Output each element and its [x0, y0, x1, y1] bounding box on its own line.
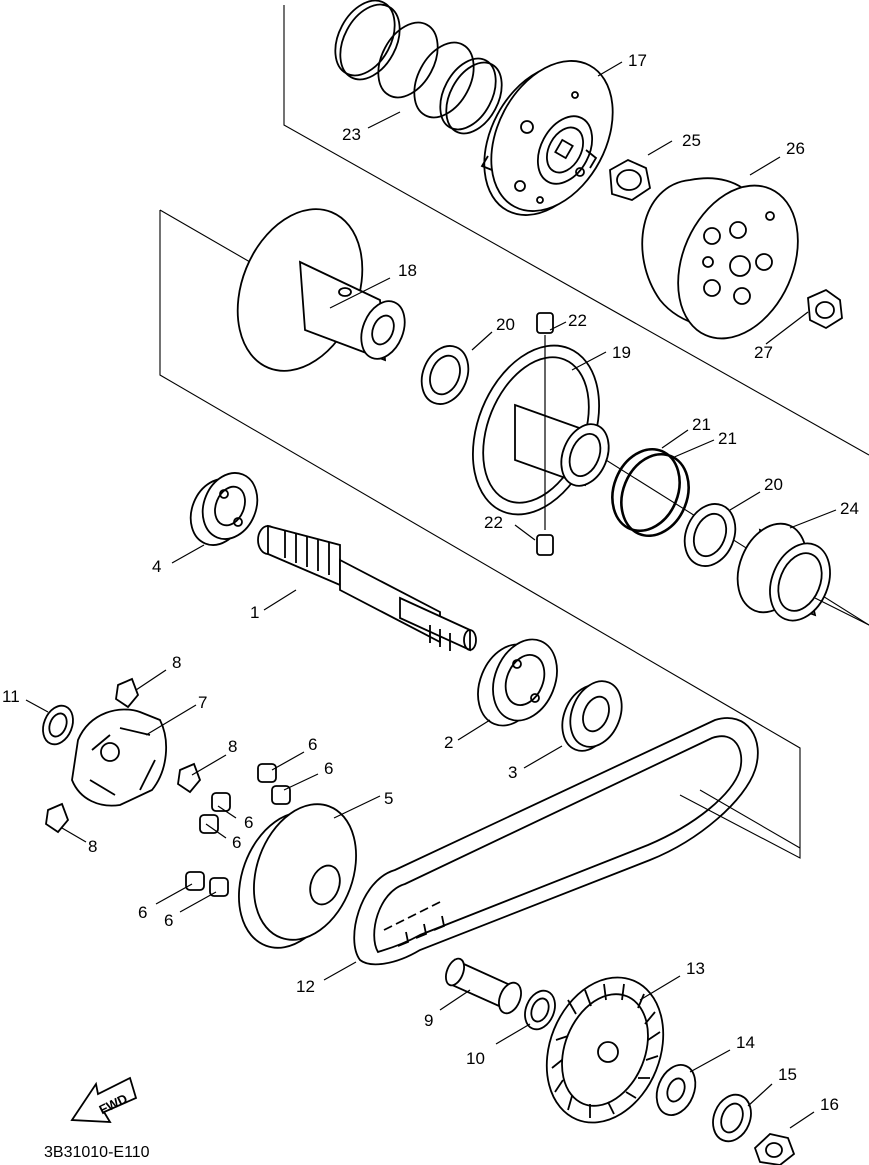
- callout-20b: 20: [764, 475, 783, 494]
- pins-22: [536, 312, 554, 556]
- sheave-19: [472, 344, 610, 516]
- callout-25: 25: [682, 131, 701, 150]
- collar-9: [445, 957, 522, 1015]
- callout-8a: 8: [172, 653, 181, 672]
- callout-6d: 6: [232, 833, 241, 852]
- callout-6e: 6: [138, 903, 147, 922]
- callout-6a: 6: [308, 735, 317, 754]
- callout-4: 4: [152, 557, 161, 576]
- bearing-3: [561, 680, 623, 752]
- callout-19: 19: [612, 343, 631, 362]
- callout-22a: 22: [568, 311, 587, 330]
- washer-10: [524, 989, 556, 1031]
- washer-15: [712, 1093, 752, 1143]
- clutch-housing-26: [641, 177, 799, 340]
- callout-14: 14: [736, 1033, 755, 1052]
- nut-27: [807, 288, 843, 330]
- callout-17: 17: [628, 51, 647, 70]
- callout-9: 9: [424, 1011, 433, 1030]
- washer-11: [42, 704, 74, 746]
- collar-20-upper: [420, 345, 470, 405]
- callout-26: 26: [786, 139, 805, 158]
- callout-6b: 6: [324, 759, 333, 778]
- sliders-8: [45, 677, 202, 834]
- callout-5: 5: [384, 789, 393, 808]
- fwd-arrow-icon: FWD: [70, 1076, 138, 1123]
- callout-8b: 8: [228, 737, 237, 756]
- spring-23: [334, 0, 503, 135]
- callout-8c: 8: [88, 837, 97, 856]
- callout-22b: 22: [484, 513, 503, 532]
- callout-21b: 21: [718, 429, 737, 448]
- sleeve-24: [736, 522, 869, 626]
- callout-21a: 21: [692, 415, 711, 434]
- cam-7: [71, 708, 167, 807]
- rollers-6: [185, 763, 291, 897]
- fan-pulley-13: [545, 976, 665, 1124]
- bearing-2: [477, 638, 558, 727]
- plate-14: [655, 1064, 697, 1116]
- secondary-sheave-18: [236, 208, 406, 372]
- callout-15: 15: [778, 1065, 797, 1084]
- callout-3: 3: [508, 763, 517, 782]
- callout-13: 13: [686, 959, 705, 978]
- callout-6c: 6: [244, 813, 253, 832]
- callout-7: 7: [198, 693, 207, 712]
- clutch-plate-17: [480, 60, 614, 216]
- leader-lines: [25, 61, 837, 1129]
- callout-6f: 6: [164, 911, 173, 930]
- callout-20a: 20: [496, 315, 515, 334]
- callout-labels: 1 2 3 4 5 6 6 6 6 6 6 7 8 8 8 9 10 11 12…: [2, 51, 859, 1114]
- callout-18: 18: [398, 261, 417, 280]
- o-rings-21: [611, 447, 690, 538]
- callout-1: 1: [250, 603, 259, 622]
- callout-24: 24: [840, 499, 859, 518]
- callout-2: 2: [444, 733, 453, 752]
- collar-20-lower: [683, 503, 737, 567]
- callout-12: 12: [296, 977, 315, 996]
- drawing-code: 3B31010-E110: [44, 1144, 150, 1161]
- callout-23: 23: [342, 125, 361, 144]
- bearing-4: [189, 472, 259, 546]
- callout-27: 27: [754, 343, 773, 362]
- nut-16: [753, 1133, 796, 1165]
- nut-25: [609, 158, 652, 201]
- callout-11: 11: [2, 687, 20, 706]
- v-belt-12: [353, 717, 759, 966]
- primary-shaft-1: [257, 524, 477, 652]
- callout-16: 16: [820, 1095, 839, 1114]
- primary-sheave-5: [238, 803, 357, 949]
- callout-10: 10: [466, 1049, 485, 1068]
